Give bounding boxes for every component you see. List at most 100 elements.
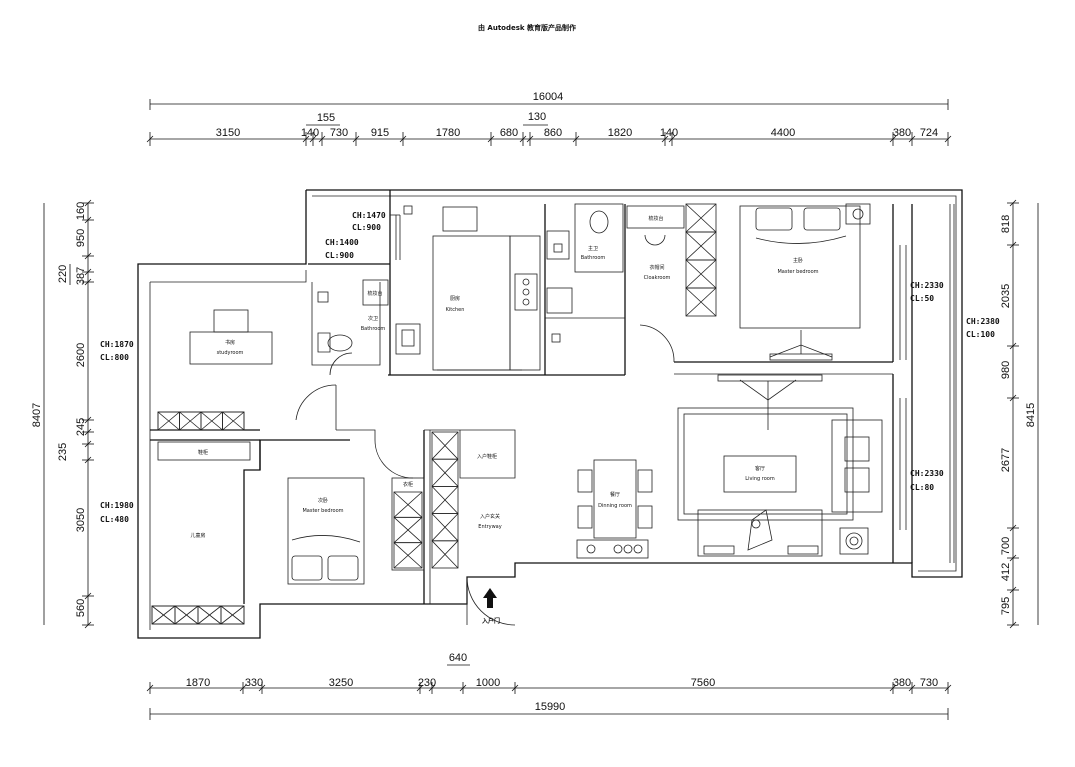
study-label-en: studyroom [217, 350, 244, 356]
pillow [755, 207, 793, 231]
master-door-swing[interactable] [639, 324, 675, 363]
cabinet-cross [685, 287, 717, 317]
burner-icon [623, 544, 633, 554]
dim-slash [309, 135, 317, 143]
right-dim-2677: 2677 [1000, 448, 1012, 472]
living-label-cn: 客厅 [755, 465, 765, 472]
left-dim-560: 560 [75, 599, 87, 617]
kitchen-ch: CH:1470 [352, 211, 386, 220]
cabinet-cross [431, 513, 459, 542]
cabinet-cross [197, 605, 222, 625]
bookshelf-grid [157, 411, 245, 431]
entry-door-swing[interactable] [466, 576, 516, 626]
kids-east-wall [243, 440, 261, 604]
lamp-icon [845, 532, 863, 550]
left-dim-ticks [82, 199, 94, 629]
left-dim-2600: 2600 [75, 343, 87, 367]
dim-slash [889, 135, 897, 143]
cushion [844, 436, 870, 462]
right-dim-818: 818 [1000, 215, 1012, 233]
study-door-swing[interactable] [295, 384, 337, 421]
person-head-icon [751, 519, 761, 529]
dining-label-en: Dinning room [598, 503, 632, 509]
right-dim-980: 980 [1000, 361, 1012, 379]
bottom-dim-730: 730 [920, 677, 938, 689]
dim-slash [416, 684, 424, 692]
left-dim-387: 387 [75, 267, 87, 285]
living-rug [677, 407, 854, 521]
dim-slash [1009, 621, 1017, 629]
top-dim-380: 380 [893, 127, 911, 139]
right-dim-ticks [1007, 199, 1019, 629]
bedroom-door-swing[interactable] [374, 439, 414, 479]
left-dim-220: 220 [57, 265, 69, 283]
side-table [839, 527, 869, 555]
cabinet-cross [200, 411, 223, 431]
dim-slash [84, 428, 92, 436]
inner-wall-line [312, 195, 957, 572]
cabinet-cross [431, 540, 459, 569]
master-cl: CL:50 [910, 294, 934, 303]
dim-slash [487, 135, 495, 143]
left-dim-160: 160 [75, 202, 87, 220]
left-total-dim: 8407 [31, 403, 43, 427]
cabinet-cross [685, 259, 717, 289]
basin-bowl [401, 329, 415, 347]
kitchen-cl: CL:900 [352, 223, 381, 232]
top-sub-dim-130: 130 [528, 111, 546, 123]
second-bed-wall [259, 439, 350, 470]
door-label: 入户门 [481, 617, 500, 625]
lamp-icon [849, 536, 859, 546]
bottom-dim-230: 230 [418, 677, 436, 689]
dim-slash [908, 135, 916, 143]
pillow [291, 555, 323, 581]
bath-ch: CH:1400 [325, 238, 359, 247]
toilet-icon [327, 334, 353, 352]
dim-slash [459, 684, 467, 692]
kitchen-sink [442, 206, 478, 232]
lamp-icon [852, 208, 864, 220]
kitchen-label-en: Kitchen [446, 307, 465, 313]
dim-slash [399, 135, 407, 143]
bottom-sub-dim-640: 640 [449, 652, 467, 664]
living-cl: CL:80 [910, 483, 934, 492]
left-dim-950: 950 [75, 229, 87, 247]
cabinet-cross [179, 411, 202, 431]
tv-projection [769, 344, 833, 358]
cabinet-cross [157, 411, 180, 431]
bath1-label-cn: 次卫 [368, 315, 378, 322]
dim-slash [258, 684, 266, 692]
dim-slash [668, 135, 676, 143]
burner-icon [522, 288, 530, 296]
top-dim-1780: 1780 [436, 127, 460, 139]
bath-door-swing[interactable] [329, 352, 353, 376]
top-total-dim: 16004 [533, 91, 564, 103]
dim-slash [352, 135, 360, 143]
cabinet-cell [222, 411, 245, 431]
right-dimensions: 8415 818 2035 980 2677 700 412 795 [1000, 199, 1039, 629]
cushion [844, 467, 870, 493]
floor-drain-icon [317, 291, 329, 303]
cabinet-cross [685, 231, 717, 261]
stool-icon [644, 234, 666, 246]
master-bed [739, 205, 861, 329]
bottom-total-dim: 15990 [535, 701, 566, 713]
entry-arrow-icon [483, 588, 497, 608]
cushion [703, 545, 735, 555]
basin [546, 230, 570, 260]
left-dimensions: 8407 160 950 220 387 2600 245 235 3050 5… [31, 199, 94, 629]
dim-slash [239, 684, 247, 692]
living-ch: CH:2330 [910, 469, 944, 478]
room-labels: 厨房 Kitchen 次卫 Bathroom 主卫 Bathroom 衣帽间 C… [190, 245, 818, 625]
kitchen-column [403, 205, 413, 215]
dining-chair [577, 469, 593, 493]
kids-cl: CL:480 [100, 515, 129, 524]
cabinet-cross [222, 411, 245, 431]
washing-machine-label: 梳妆台 [367, 290, 382, 297]
bath1-label-en: Bathroom [361, 326, 386, 332]
dim-slash [1009, 342, 1017, 350]
dim-slash [1009, 524, 1017, 532]
dim-slash [908, 684, 916, 692]
kids-desk [157, 441, 251, 461]
sofa-armchair [831, 419, 883, 513]
